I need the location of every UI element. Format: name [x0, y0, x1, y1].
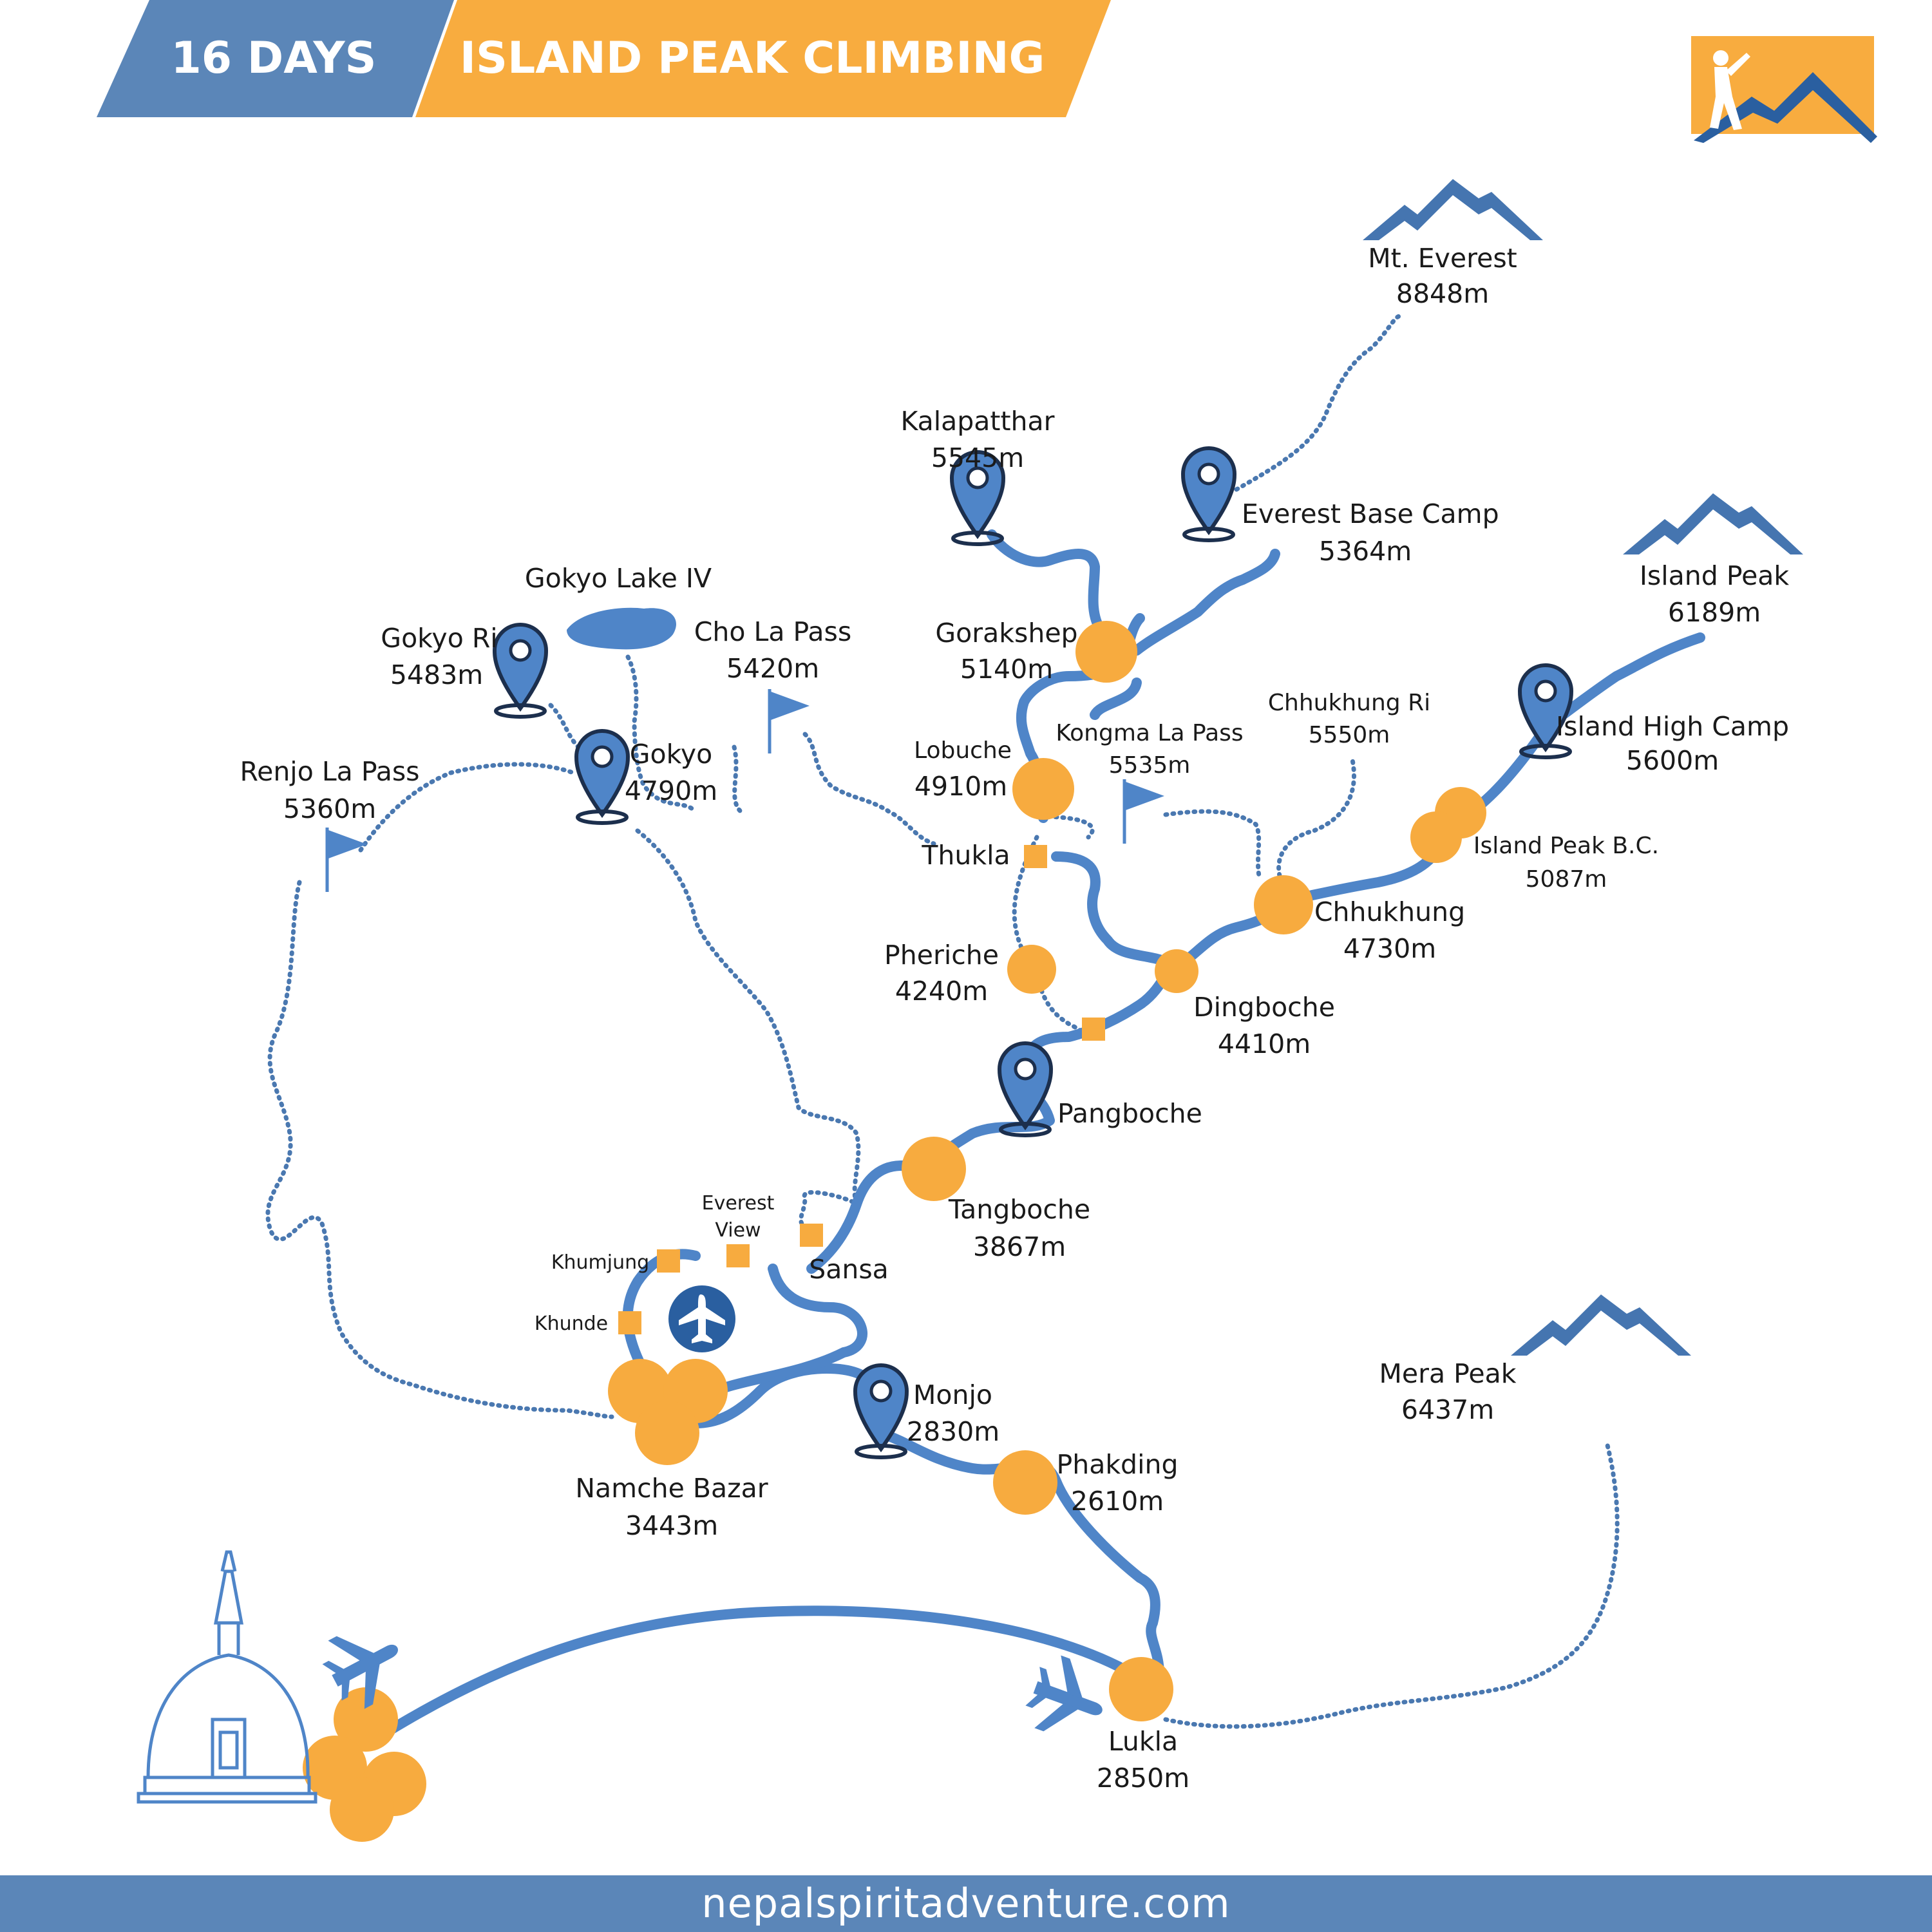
label-tangboche-elev: 3867m [973, 1231, 1066, 1262]
label-island-bc-name: Island Peak B.C. [1473, 833, 1659, 859]
label-ebc-elev: 5364m [1319, 536, 1412, 567]
label-renjo-la-elev: 5360m [283, 793, 376, 824]
label-tangboche-name: Tangboche [948, 1194, 1090, 1225]
label-gorakshep-elev: 5140m [960, 654, 1053, 685]
label-phakding-name: Phakding [1056, 1449, 1178, 1480]
label-monjo-elev: 2830m [907, 1416, 999, 1447]
label-everest-name: Mt. Everest [1368, 243, 1517, 274]
footer-bar [0, 1875, 1932, 1932]
stop-chhukhung [1254, 875, 1313, 934]
label-chhukhung-name: Chhukhung [1314, 896, 1465, 927]
label-mera-peak-elev: 6437m [1401, 1394, 1494, 1425]
label-chhukhung-ri-name: Chhukhung Ri [1268, 690, 1430, 716]
label-dingboche-elev: 4410m [1218, 1028, 1311, 1059]
label-cho-la-name: Cho La Pass [694, 616, 851, 647]
label-lobuche-name: Lobuche [914, 737, 1012, 764]
gokyo-lake [567, 607, 676, 650]
climber-logo-icon [1691, 36, 1877, 143]
days-label: 16 DAYS [171, 33, 376, 84]
label-pheriche-elev: 4240m [895, 976, 988, 1007]
label-everest-view-line1: Everest [702, 1192, 775, 1215]
flag-icon [327, 828, 367, 892]
label-pangboche: Pangboche [1057, 1098, 1202, 1129]
stop-gorakshep [1075, 621, 1137, 683]
label-kalapatthar-name: Kalapatthar [900, 406, 1054, 437]
label-gokyo-elev: 4790m [625, 775, 717, 806]
map-pin-icon [1183, 448, 1235, 540]
stop-khunde [618, 1311, 641, 1334]
label-everest-elev: 8848m [1396, 278, 1489, 309]
stop-khumjung [657, 1249, 680, 1273]
stop-sansa [800, 1224, 823, 1247]
label-kongma-la-elev: 5535m [1109, 752, 1191, 779]
map-pin-icon [495, 625, 546, 717]
label-sansa: Sansa [809, 1254, 889, 1285]
label-chhukhung-elev: 4730m [1343, 933, 1436, 964]
label-island-high-camp-elev: 5600m [1626, 745, 1719, 776]
label-renjo-la-name: Renjo La Pass [240, 756, 419, 787]
stop-island-bc-2 [1410, 811, 1462, 863]
stop-near-dingboche [1082, 1018, 1105, 1041]
label-island-peak-elev: 6189m [1668, 597, 1761, 628]
stop-dingboche [1155, 949, 1198, 993]
stop-phakding [993, 1450, 1057, 1515]
label-chhukhung-ri-elev: 5550m [1309, 722, 1390, 748]
label-monjo-name: Monjo [913, 1379, 992, 1410]
label-ebc-name: Everest Base Camp [1242, 498, 1499, 529]
mountain-icon [1623, 493, 1803, 554]
stop-thukla [1024, 845, 1047, 868]
label-thukla: Thukla [921, 840, 1010, 871]
stop-namche-3 [635, 1401, 699, 1465]
label-gokyo-name: Gokyo [630, 739, 713, 770]
label-dingboche-name: Dingboche [1193, 992, 1335, 1023]
days-banner [97, 0, 454, 117]
airport-icon [668, 1285, 735, 1352]
label-island-high-camp-name: Island High Camp [1556, 711, 1789, 742]
label-island-peak-name: Island Peak [1640, 560, 1790, 591]
label-cho-la-elev: 5420m [726, 653, 819, 684]
label-everest-view-line2: View [715, 1219, 761, 1242]
side-trails [265, 314, 1620, 1729]
label-gokyo-ri-elev: 5483m [390, 659, 483, 690]
footer-website[interactable]: nepalspiritadventure.com [701, 1880, 1230, 1927]
stupa-icon [137, 1550, 317, 1804]
stop-kathmandu-1 [334, 1687, 398, 1752]
label-lobuche-elev: 4910m [914, 771, 1007, 802]
map-pin-icon [576, 731, 628, 823]
title-banner [415, 0, 1111, 117]
label-gokyo-lake: Gokyo Lake IV [525, 563, 712, 594]
label-kongma-la-name: Kongma La Pass [1056, 720, 1243, 746]
label-khumjung: Khumjung [551, 1251, 649, 1274]
airplane-icon [1019, 1649, 1115, 1748]
stop-kathmandu-4 [330, 1777, 394, 1842]
label-namche-name: Namche Bazar [575, 1473, 768, 1504]
overnight-stops [303, 621, 1486, 1842]
small-stops [618, 845, 1105, 1334]
mountain-icon [1363, 179, 1543, 240]
label-pheriche-name: Pheriche [884, 940, 999, 971]
label-island-bc-elev: 5087m [1526, 866, 1607, 893]
stop-lukla [1109, 1657, 1173, 1721]
stop-pheriche [1007, 945, 1056, 994]
label-lukla-name: Lukla [1108, 1726, 1178, 1757]
label-gorakshep-name: Gorakshep [935, 618, 1077, 649]
mountain-icon [1511, 1294, 1691, 1356]
stop-tangboche [902, 1137, 966, 1201]
flag-icon [1124, 779, 1164, 844]
label-gokyo-ri-name: Gokyo Ri [381, 623, 497, 654]
label-mera-peak-name: Mera Peak [1379, 1358, 1517, 1389]
airplane-icon [314, 1613, 416, 1717]
label-kalapatthar-elev: 5545m [931, 442, 1024, 473]
label-namche-elev: 3443m [625, 1510, 718, 1541]
label-khunde: Khunde [535, 1312, 608, 1335]
label-lukla-elev: 2850m [1097, 1763, 1189, 1794]
label-phakding-elev: 2610m [1071, 1486, 1164, 1517]
stop-everest-view [726, 1244, 750, 1267]
flag-icon [770, 689, 810, 753]
trip-title: ISLAND PEAK CLIMBING [460, 33, 1045, 84]
stop-lobuche [1012, 758, 1074, 820]
